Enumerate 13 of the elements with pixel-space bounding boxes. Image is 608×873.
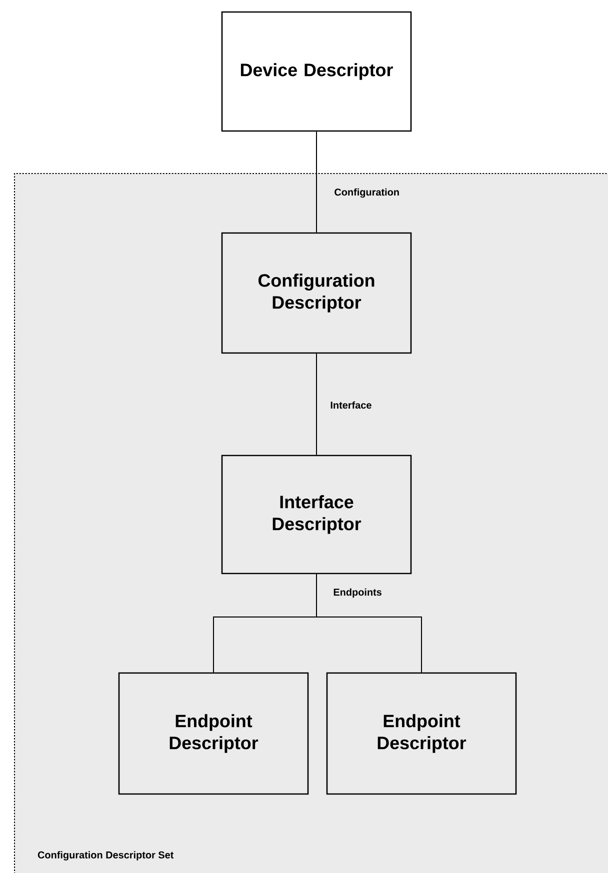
descriptor-box: Interface Descriptor bbox=[221, 454, 412, 574]
dashed-region bbox=[14, 173, 608, 873]
edge-label: Interface bbox=[330, 401, 372, 409]
connector-line bbox=[316, 353, 317, 456]
edge-label: Configuration bbox=[334, 188, 399, 198]
edge-label: Endpoints bbox=[334, 588, 382, 598]
connector-line bbox=[316, 574, 422, 673]
descriptor-box: Endpoint Descriptor bbox=[118, 672, 309, 795]
connector-line bbox=[316, 131, 317, 233]
descriptor-box: Configuration Descriptor bbox=[221, 232, 412, 354]
region-label: Configuration Descriptor Set bbox=[38, 851, 174, 860]
descriptor-box: Endpoint Descriptor bbox=[326, 672, 517, 795]
descriptor-box: Device Descriptor bbox=[221, 11, 412, 132]
